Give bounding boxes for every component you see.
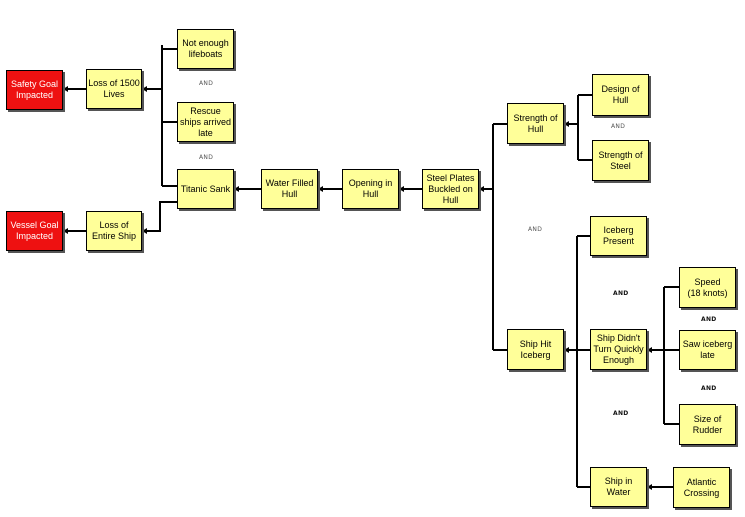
arrowhead [647,484,652,490]
strength-of-steel-node[interactable]: Strength of Steel [592,140,649,181]
steel-plates-buckled-node[interactable]: Steel Plates Buckled on Hull [422,169,479,209]
ship-hit-iceberg-node[interactable]: Ship Hit Iceberg [507,329,564,370]
arrowhead [234,186,239,192]
link-sank-to-loss-ship [142,201,177,232]
vessel-goal-node[interactable]: Vessel Goal Impacted [6,211,63,251]
and-gate-label: AND [528,226,543,233]
arrowhead [647,347,652,353]
arrowhead [399,186,404,192]
titanic-sank-node[interactable]: Titanic Sank [177,169,234,209]
arrowhead [564,121,569,127]
ship-didnt-turn-node[interactable]: Ship Didn't Turn Quickly Enough [590,329,647,370]
and-gate-label: AND [701,316,717,323]
opening-in-hull-node[interactable]: Opening in Hull [342,169,399,209]
arrowhead [318,186,323,192]
speed-node[interactable]: Speed (18 knots) [679,267,736,308]
and-gate-label: AND [199,80,214,87]
arrowhead [564,347,569,353]
strength-of-hull-node[interactable]: Strength of Hull [507,103,564,144]
rescue-ships-late-node[interactable]: Rescue ships arrived late [177,102,234,142]
arrowhead [479,186,484,192]
loss-of-lives-node[interactable]: Loss of 1500 Lives [86,69,142,109]
safety-goal-node[interactable]: Safety Goal Impacted [6,70,63,110]
ship-in-water-node[interactable]: Ship in Water [590,467,647,507]
loss-of-ship-node[interactable]: Loss of Entire Ship [86,211,142,251]
saw-iceberg-late-node[interactable]: Saw iceberg late [679,330,736,370]
and-gate-label: AND [613,410,629,417]
arrowhead [142,228,147,234]
and-gate-label: AND [613,290,629,297]
and-gate-label: AND [199,154,214,161]
arrowhead [142,86,147,92]
and-gate-label: AND [701,385,717,392]
atlantic-crossing-node[interactable]: Atlantic Crossing [673,467,730,508]
arrowhead [63,86,68,92]
and-gate-label: AND [611,123,626,130]
not-enough-lifeboats-node[interactable]: Not enough lifeboats [177,29,234,69]
design-of-hull-node[interactable]: Design of Hull [592,74,649,116]
size-of-rudder-node[interactable]: Size of Rudder [679,404,736,445]
arrowhead [63,228,68,234]
iceberg-present-node[interactable]: Iceberg Present [590,216,647,256]
water-filled-hull-node[interactable]: Water Filled Hull [261,169,318,209]
